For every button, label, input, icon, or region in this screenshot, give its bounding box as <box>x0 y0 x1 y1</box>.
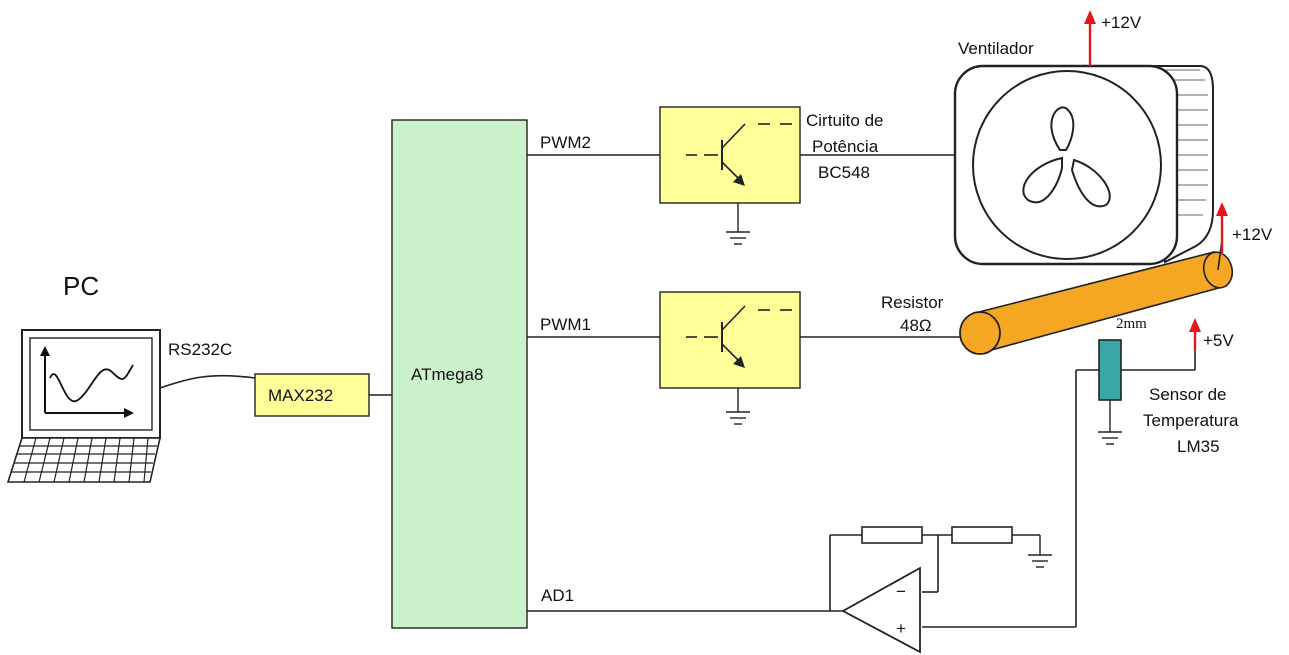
ground-resistor <box>951 526 1013 544</box>
resistor-supply-arrow-icon <box>1216 202 1228 254</box>
sensor-label-3: LM35 <box>1177 437 1220 456</box>
opamp-minus-label: − <box>896 582 906 601</box>
ground-icon <box>1098 400 1122 445</box>
rs232-cable <box>159 374 256 389</box>
power-circuit-label-3: BC548 <box>818 163 870 182</box>
max232-block <box>254 373 370 417</box>
fan-label: Ventilador <box>958 39 1034 58</box>
temperature-sensor-block <box>1098 339 1122 401</box>
resistor-supply-label: +12V <box>1232 225 1273 244</box>
opamp-icon <box>841 566 921 654</box>
fan-supply-label: +12V <box>1101 13 1142 32</box>
fan-supply-arrow-icon <box>1084 10 1096 66</box>
ad1-label: AD1 <box>541 586 574 605</box>
power-circuit-label-1: Cirtuito de <box>806 111 883 130</box>
pwm2-label: PWM2 <box>540 133 591 152</box>
fan-icon <box>953 64 1214 266</box>
sensor-label-1: Sensor de <box>1149 385 1227 404</box>
distance-label: 2mm <box>1116 316 1147 332</box>
atmega8-block <box>391 119 528 629</box>
pc-label: PC <box>63 271 99 301</box>
pc-laptop-icon <box>6 329 162 483</box>
atmega8-label: ATmega8 <box>411 365 483 384</box>
pwm1-label: PWM1 <box>540 315 591 334</box>
ground-icon <box>726 388 750 425</box>
ground-icon <box>1028 535 1052 568</box>
sensor-label-2: Temperatura <box>1143 411 1239 430</box>
max232-label: MAX232 <box>268 386 333 405</box>
power-circuit-label-2: Potência <box>812 137 879 156</box>
resistor-label-2: 48Ω <box>900 316 932 335</box>
sensor-supply-label: +5V <box>1203 331 1234 350</box>
rs232c-label: RS232C <box>168 340 232 359</box>
ground-icon <box>726 203 750 245</box>
power-driver-middle <box>659 291 801 389</box>
opamp-plus-label: + <box>896 619 906 638</box>
sensor-supply-arrow-icon <box>1189 318 1201 350</box>
power-driver-top <box>659 106 801 204</box>
feedback-resistor <box>861 526 923 544</box>
resistor-label-1: Resistor <box>881 293 944 312</box>
